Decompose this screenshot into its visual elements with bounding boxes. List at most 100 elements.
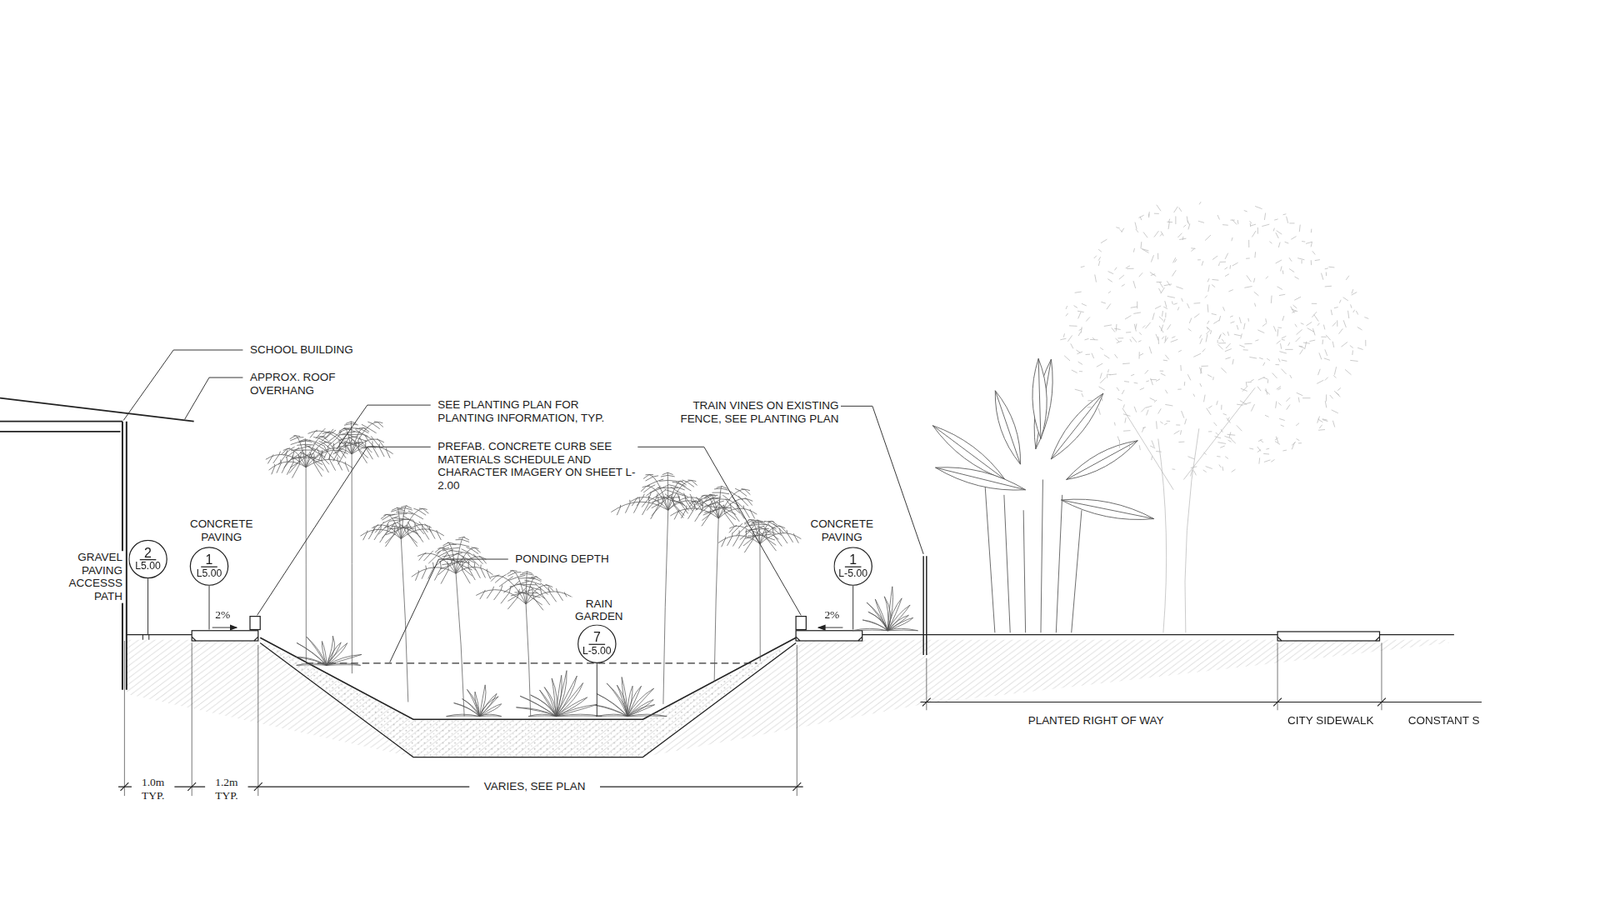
leaflet xyxy=(267,454,274,464)
canopy-stroke xyxy=(1325,267,1329,270)
canopy-stroke xyxy=(1165,312,1166,318)
leaflet xyxy=(429,525,435,539)
canopy-stroke xyxy=(1167,295,1175,298)
canopy-stroke xyxy=(1174,206,1179,213)
canopy-stroke xyxy=(1217,340,1219,344)
canopy-stroke xyxy=(1333,375,1336,378)
canopy-stroke xyxy=(1222,332,1225,335)
canopy-stroke xyxy=(1325,272,1327,277)
annotation-label: CONCRETE PAVING xyxy=(801,517,882,544)
canopy-stroke xyxy=(1246,275,1252,282)
canopy-stroke xyxy=(1140,388,1145,390)
drawing-line xyxy=(0,398,195,422)
canopy-stroke xyxy=(1178,350,1182,352)
canopy-stroke xyxy=(1173,257,1176,263)
leaflet xyxy=(745,497,753,505)
canopy-stroke xyxy=(1179,238,1186,240)
canopy-stroke xyxy=(1145,405,1152,408)
canopy-stroke xyxy=(1117,435,1120,441)
canopy-stroke xyxy=(1343,297,1349,301)
palm-frond xyxy=(269,461,307,470)
canopy-stroke xyxy=(1351,289,1354,294)
palm-stem xyxy=(759,544,760,662)
leaflet xyxy=(345,461,350,472)
leaflet xyxy=(455,539,470,542)
canopy-stroke xyxy=(1125,265,1130,269)
canopy-stroke xyxy=(1065,305,1068,310)
leaflet xyxy=(378,520,390,535)
canopy-stroke xyxy=(1145,370,1149,375)
canopy-stroke xyxy=(1140,407,1146,413)
canopy-stroke xyxy=(1177,306,1179,310)
canopy-stroke xyxy=(1134,382,1139,385)
ponding-line xyxy=(305,662,757,664)
leaflet xyxy=(780,528,788,544)
canopy-stroke xyxy=(1100,395,1103,401)
leaflet xyxy=(338,435,359,440)
canopy-stroke xyxy=(1275,364,1280,365)
drawing-line xyxy=(795,636,863,641)
canopy-stroke xyxy=(1208,405,1212,409)
canopy-stroke xyxy=(1225,456,1229,460)
canopy-stroke xyxy=(1257,386,1261,391)
canopy-stroke xyxy=(1318,369,1321,375)
canopy-stroke xyxy=(1164,337,1168,344)
canopy-stroke xyxy=(1303,342,1310,344)
canopy-stroke xyxy=(1218,262,1220,266)
canopy-stroke xyxy=(1332,420,1335,428)
drawing-line xyxy=(250,616,260,630)
leaflet xyxy=(650,485,670,493)
leaflet xyxy=(374,421,384,428)
callout-circle: 1L-5.00 xyxy=(833,546,873,586)
sheet-reference: L-5.00 xyxy=(838,567,868,580)
canopy-stroke xyxy=(1211,279,1219,281)
canopy-stroke xyxy=(1117,337,1124,339)
canopy-stroke xyxy=(1244,286,1252,289)
canopy-stroke xyxy=(1141,426,1145,432)
canopy-stroke xyxy=(1200,338,1203,345)
leaflet xyxy=(665,494,685,506)
drawing-line xyxy=(257,446,431,615)
leaflet xyxy=(750,524,767,526)
canopy-stroke xyxy=(1227,434,1236,436)
canopy-stroke xyxy=(1125,315,1131,320)
canopy-stroke xyxy=(1060,338,1066,340)
canopy-stroke xyxy=(1340,341,1347,347)
canopy-stroke xyxy=(1236,425,1242,431)
canopy-stroke xyxy=(1275,440,1280,445)
canopy-stroke xyxy=(1295,276,1300,280)
canopy-stroke xyxy=(1098,256,1100,260)
canopy-stroke xyxy=(1265,318,1267,323)
canopy-stroke xyxy=(1337,387,1341,390)
canopy-stroke xyxy=(1154,230,1160,237)
canopy-stroke xyxy=(1085,354,1090,355)
leaflet xyxy=(688,503,695,520)
tree-trunk xyxy=(1122,387,1255,633)
canopy-stroke xyxy=(1332,341,1335,348)
canopy-stroke xyxy=(1166,280,1170,286)
leaflet xyxy=(421,524,429,540)
canopy-stroke xyxy=(1229,431,1231,437)
leaflet xyxy=(310,430,318,438)
leaflet xyxy=(738,495,749,506)
leaflet xyxy=(530,576,541,580)
annotation-label: TRAIN VINES ON EXISTING FENCE, SEE PLANT… xyxy=(665,399,841,425)
canopy-stroke xyxy=(1240,333,1243,339)
leaflet xyxy=(355,429,373,440)
canopy-stroke xyxy=(1305,341,1307,350)
shrub-leaf xyxy=(852,628,888,630)
canopy-stroke xyxy=(1240,400,1247,405)
canopy-stroke xyxy=(1100,372,1102,379)
shrub-leaf xyxy=(887,628,918,630)
leaflet xyxy=(527,577,541,581)
canopy-stroke xyxy=(1177,233,1182,238)
palm-stem xyxy=(400,539,408,703)
canopy-stroke xyxy=(1290,375,1292,379)
canopy-stroke xyxy=(1100,377,1106,384)
canopy-stroke xyxy=(1207,278,1210,282)
canopy-stroke xyxy=(1264,460,1271,463)
soil-hatch xyxy=(126,640,1450,758)
canopy-stroke xyxy=(1339,328,1344,334)
canopy-stroke xyxy=(1124,380,1130,383)
leaflet xyxy=(452,544,470,547)
